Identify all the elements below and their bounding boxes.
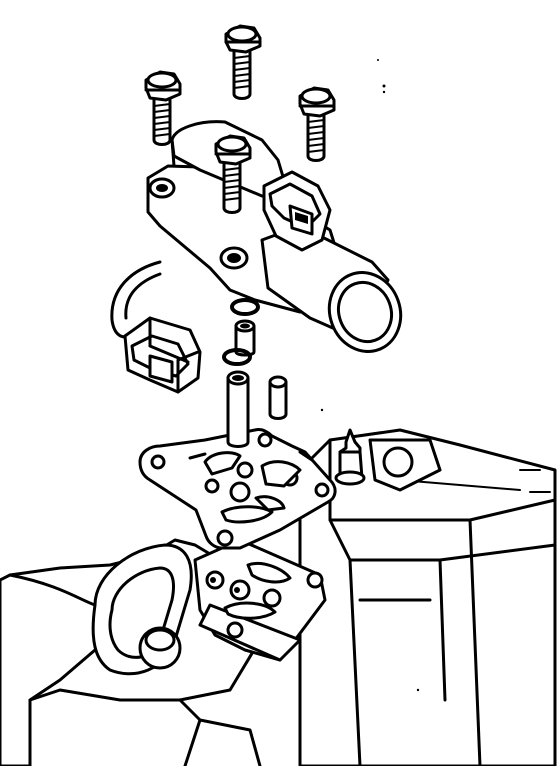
bolt-center (214, 134, 252, 214)
o-ring-lower (222, 348, 252, 366)
pipe-short (234, 319, 256, 357)
bolt-left (144, 70, 182, 146)
print-specks (320, 59, 420, 692)
mounting-bracket (0, 538, 262, 766)
o-ring-upper (230, 298, 260, 316)
solenoid-valve (146, 120, 403, 353)
mating-surface (193, 538, 327, 662)
housing-base (298, 428, 557, 766)
bolt-top (224, 24, 262, 100)
dowel-pin (268, 375, 288, 420)
pipe-long (226, 370, 250, 448)
wire-harness-connector (110, 260, 202, 394)
gasket (138, 428, 337, 550)
boss-plug (368, 438, 442, 492)
bolt-right (298, 86, 336, 162)
nipple-fitting (334, 428, 366, 486)
